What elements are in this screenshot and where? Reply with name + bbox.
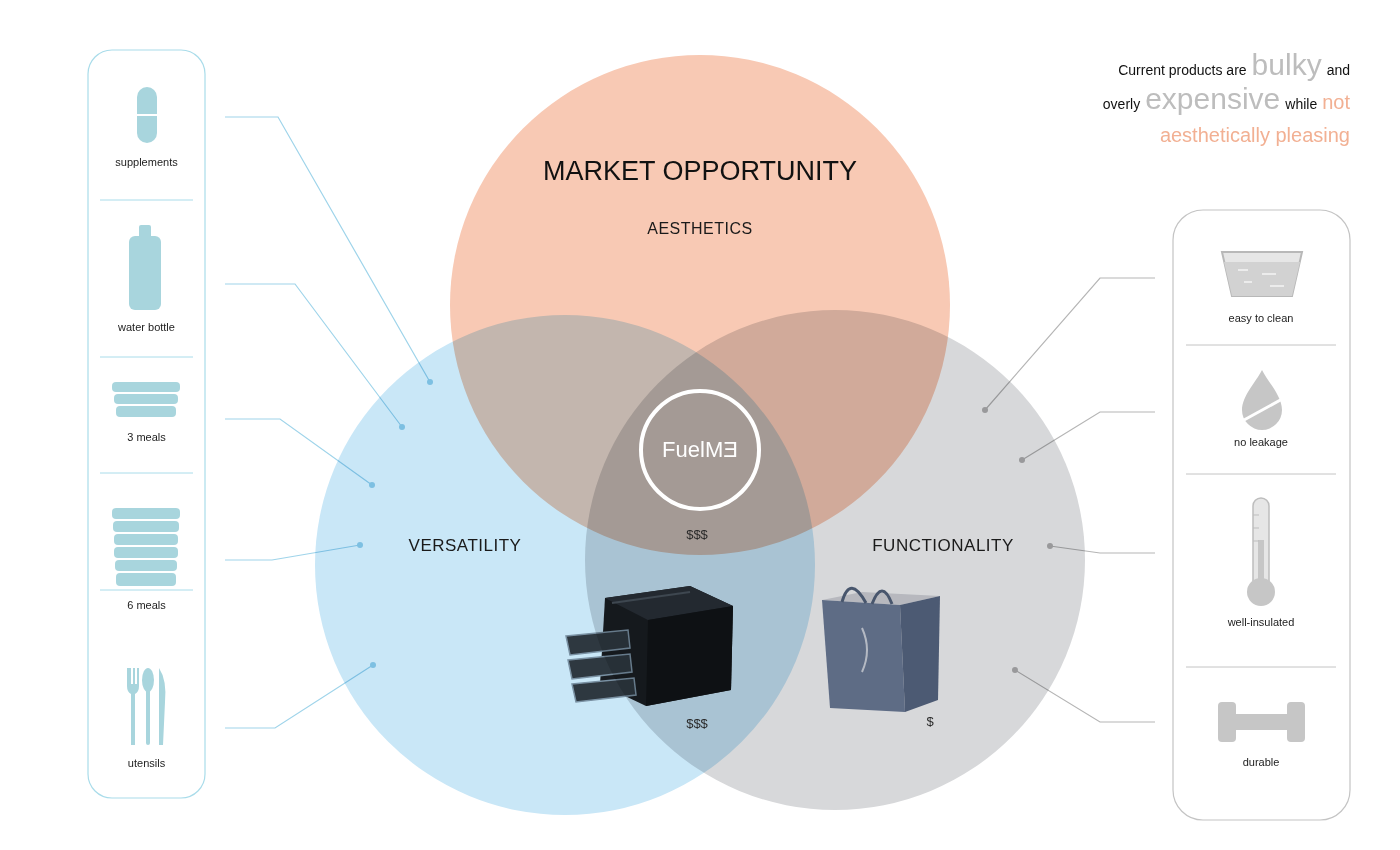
cell-label: easy to clean	[1229, 312, 1294, 325]
note-text: expensive	[1145, 82, 1280, 115]
cell-label: 3 meals	[127, 431, 166, 444]
plate-icon	[116, 573, 176, 586]
thermometer-fill	[1258, 540, 1264, 592]
dumbbell-icon	[1218, 702, 1236, 742]
cell-label: 6 meals	[127, 599, 166, 612]
panel-divider	[1186, 667, 1336, 668]
dumbbell-icon	[1287, 702, 1305, 742]
tick	[1253, 515, 1259, 516]
circle-label: FUNCTIONALITY	[872, 536, 1014, 556]
diagram-title: MARKET OPPORTUNITY	[543, 156, 857, 187]
basin-icon	[1222, 252, 1302, 296]
circle-label: VERSATILITY	[409, 536, 522, 556]
panel-divider	[1186, 345, 1336, 346]
cell-label: no leakage	[1234, 436, 1288, 449]
brand-circle-outline	[641, 391, 759, 509]
tick	[1253, 528, 1259, 529]
note-text: overly	[1103, 97, 1140, 112]
feature-cell: easy to clean	[1155, 212, 1350, 345]
functionality-circle-shape	[585, 310, 1085, 810]
right-panel	[1173, 210, 1350, 820]
water-dash	[1244, 281, 1252, 283]
plate-icon	[114, 394, 178, 404]
spoon-handle	[146, 688, 150, 745]
plate-icon	[112, 382, 180, 392]
knife-icon	[159, 668, 165, 745]
capsule-split	[137, 114, 157, 116]
leader-path	[225, 117, 430, 382]
capsule-icon	[137, 87, 157, 143]
feature-cell: well-insulated	[1155, 474, 1350, 667]
bottle-icon	[129, 236, 161, 310]
left-panel	[88, 50, 205, 798]
plate-icon	[114, 547, 178, 558]
brand-name: FuelMƎ	[662, 437, 738, 462]
feature-cell: 3 meals	[88, 357, 225, 473]
panel-divider	[100, 473, 193, 474]
water-dash	[1270, 285, 1284, 287]
note-text: Current products are	[1118, 63, 1246, 78]
note-line: overly expensive while not	[1103, 82, 1350, 115]
note-text: and	[1327, 63, 1350, 78]
cell-label: supplements	[115, 156, 177, 169]
feature-cell: no leakage	[1155, 345, 1350, 474]
plate-icon	[112, 508, 180, 519]
price-label: $	[926, 715, 933, 730]
plate-icon	[114, 534, 178, 545]
price-label: $$$	[686, 717, 708, 732]
feature-cell: supplements	[88, 52, 225, 200]
note-line: aesthetically pleasing	[1160, 124, 1350, 146]
cell-label: water bottle	[118, 321, 175, 334]
note-text: not	[1322, 91, 1350, 113]
cell-label: durable	[1243, 756, 1280, 769]
panel-divider	[100, 357, 193, 358]
price-label: $$$	[686, 528, 708, 543]
functionality-circle-outline	[585, 310, 1085, 810]
plate-icon	[116, 406, 176, 417]
cell-label: utensils	[128, 757, 165, 770]
feature-cell: utensils	[88, 590, 225, 795]
plate-icon	[115, 560, 177, 571]
leader-line	[225, 117, 433, 385]
functionality-circle: FUNCTIONALITY	[585, 310, 1085, 810]
dumbbell-bar	[1236, 714, 1287, 730]
drop-split	[1244, 398, 1284, 420]
panel-divider	[100, 200, 193, 201]
note-text: bulky	[1252, 48, 1322, 81]
drop-icon	[1242, 370, 1282, 430]
water-dash	[1238, 269, 1248, 271]
brand-circle: FuelMƎ	[638, 388, 762, 512]
note-line: Current products are bulky and	[1118, 48, 1350, 81]
fork-icon	[127, 668, 139, 745]
tick	[1253, 541, 1259, 542]
note-text: while	[1285, 97, 1317, 112]
basin-water	[1224, 262, 1300, 296]
note-text: aesthetically pleasing	[1160, 124, 1350, 146]
panel-divider	[1186, 474, 1336, 475]
water-dash	[1262, 273, 1276, 275]
circle-label: AESTHETICS	[647, 220, 752, 238]
feature-cell: 6 meals	[88, 473, 225, 590]
panel-divider	[100, 590, 193, 591]
feature-cell: durable	[1155, 667, 1350, 818]
cell-label: well-insulated	[1228, 616, 1295, 629]
feature-cell: water bottle	[88, 200, 225, 357]
plate-icon	[113, 521, 179, 532]
